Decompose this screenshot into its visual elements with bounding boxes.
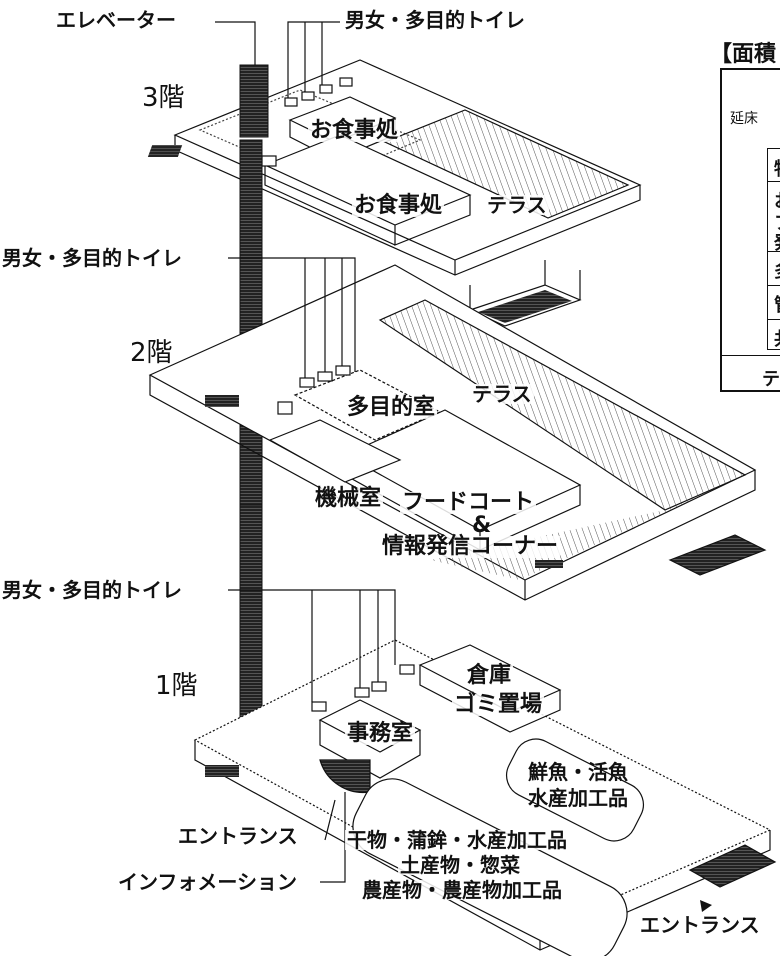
room-dining-upper: お食事処 <box>308 118 401 143</box>
room-goods-line3: 農産物・農産物加工品 <box>360 878 564 902</box>
area-row-6: 共 <box>774 325 780 351</box>
callout-entrance-right: エントランス <box>640 913 760 937</box>
room-foodcourt-line1: フードコート <box>400 490 537 515</box>
room-multipurpose: 多目的室 <box>345 395 438 420</box>
floor-label-2f: 2階 <box>130 338 173 368</box>
callout-toilet-3f: 男女・多目的トイレ <box>345 8 525 32</box>
room-goods-line2: 土産物・惣菜 <box>398 853 522 877</box>
room-office: 事務室 <box>345 721 416 746</box>
area-table-box: 延床 物 お フ 発 多 管 共 テ <box>720 68 780 392</box>
room-fish-line1: 鮮魚・活魚 <box>528 760 628 784</box>
room-dining-lower: お食事処 <box>352 193 445 218</box>
room-fish-line2: 水産加工品 <box>528 786 628 810</box>
room-foodcourt-line2: 情報発信コーナー <box>380 534 561 559</box>
floor-label-1f: 1階 <box>155 671 198 701</box>
room-goods-line1: 干物・蒲鉾・水産加工品 <box>345 828 569 852</box>
callout-elevator: エレベーター <box>56 8 176 32</box>
room-machine: 機械室 <box>313 486 384 511</box>
stair-3f-left <box>147 145 183 157</box>
area-row-4: 多 <box>774 257 780 283</box>
room-terrace-3f: テラス <box>485 193 549 217</box>
area-table-panel: 【面積 延床 物 お フ 発 多 管 共 テ <box>702 36 780 396</box>
area-col-header: 物 <box>774 155 780 181</box>
terrace-3f <box>383 109 630 219</box>
area-row-3: 発 <box>774 229 780 255</box>
area-row-5: 管 <box>774 291 780 317</box>
room-garbage: ゴミ置場 <box>452 692 545 717</box>
area-row-1: お <box>774 187 780 213</box>
area-inner-table: 物 お フ 発 多 管 共 <box>767 148 780 350</box>
room-foodcourt-amp: & <box>472 513 492 538</box>
area-total-row: テ <box>762 369 780 390</box>
machine-room-block <box>268 419 402 483</box>
area-table-title: 【面積 <box>710 42 777 67</box>
area-row-2: フ <box>774 209 780 235</box>
area-floor-label: 延床 <box>730 111 758 127</box>
fish-counter <box>505 738 645 842</box>
callout-information: インフォメーション <box>118 870 297 894</box>
room-warehouse: 倉庫 <box>465 663 514 688</box>
stair-2f-right <box>668 534 767 576</box>
callout-toilet-1f: 男女・多目的トイレ <box>0 578 184 602</box>
entrance-arrow-icon <box>700 900 712 912</box>
callout-entrance-left: エントランス <box>178 824 298 848</box>
callout-leaders <box>215 21 396 883</box>
floor-label-3f: 3階 <box>142 83 185 113</box>
callout-toilet-2f: 男女・多目的トイレ <box>0 246 184 270</box>
room-terrace-2f: テラス <box>470 382 534 406</box>
stair-1f-right <box>688 844 777 888</box>
